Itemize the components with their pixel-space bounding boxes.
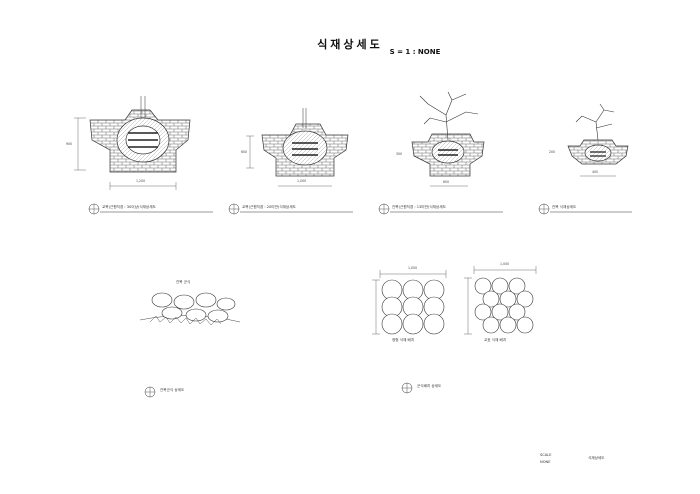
caption-planting-patterns: 군식배치 상세도 [417, 384, 442, 388]
dim-pattern-a: 1,000 [408, 266, 418, 270]
caption-detail-2: 교목(근원직경 : 20미만)식재상세도 [242, 205, 296, 209]
detail-shrub-small [538, 103, 632, 215]
dim-width-1: 1,200 [136, 179, 146, 183]
dim-pattern-b: 1,000 [500, 262, 510, 266]
detail-planting-patterns [372, 266, 537, 394]
dim-width-4: 400 [592, 170, 599, 174]
footer-code-a: SCALE [540, 453, 552, 457]
footer-sheet-name: 식재상세도 [588, 456, 605, 460]
caption-detail-4: 관목 식재상세도 [552, 205, 577, 209]
group-planting-note: 관목 군식 [176, 280, 191, 284]
dim-height-3: 300 [396, 152, 403, 156]
detail-group-planting [139, 292, 241, 398]
detail-tree-large [74, 96, 213, 215]
sheet-title: 식재상세도 [317, 38, 383, 51]
dim-height-2: 600 [241, 150, 248, 154]
dim-height-4: 200 [549, 150, 556, 154]
caption-group-planting: 관목군식 상세도 [160, 388, 185, 392]
label-pattern-a: 정형 식재 배치 [392, 338, 415, 342]
detail-tree-medium [228, 108, 353, 215]
dim-height-1: 900 [66, 142, 73, 146]
dim-width-2: 1,000 [297, 179, 307, 183]
sheet-scale: S = 1 : NONE [389, 48, 441, 56]
detail-shrub-branch [378, 91, 503, 215]
caption-detail-3: 관목(근원직경 : 13미만)식재상세도 [392, 205, 446, 209]
dim-width-3: 600 [443, 180, 450, 184]
label-pattern-b: 교호 식재 배치 [484, 338, 507, 342]
footer-code-b: NONE [540, 460, 551, 464]
caption-detail-1: 교목(근원직경 : 30이상)식재상세도 [102, 205, 156, 209]
